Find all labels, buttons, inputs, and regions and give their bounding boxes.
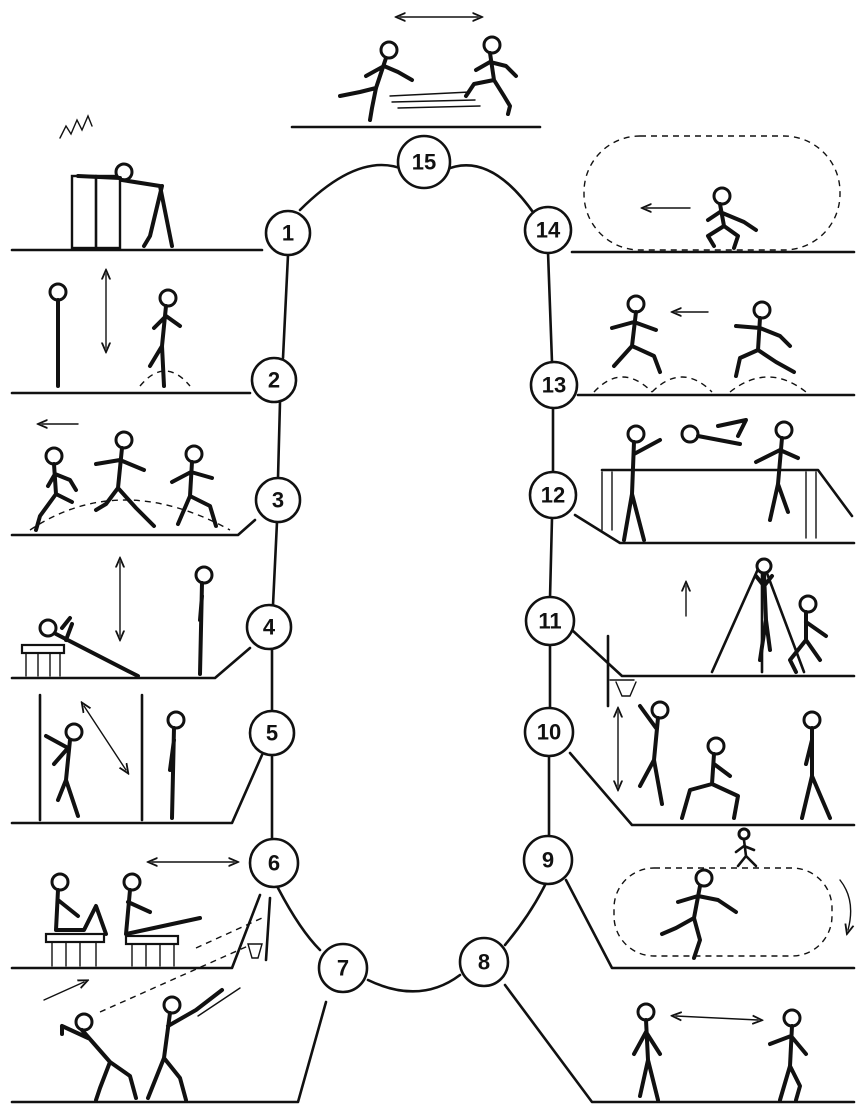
station-number: 4 [263, 615, 276, 640]
station-2-illustration [48, 274, 191, 388]
station-7-illustration [43, 896, 272, 1102]
station-11-illustration [686, 557, 828, 674]
station-node-7: 7 [317, 942, 369, 994]
station-number: 2 [268, 368, 280, 393]
station-14-illustration [583, 135, 841, 251]
station-6-illustration [44, 862, 263, 967]
station-number: 6 [268, 851, 280, 876]
station-node-15: 15 [396, 134, 452, 190]
station-number: 10 [537, 720, 561, 745]
station-node-14: 14 [523, 205, 573, 255]
station-number: 15 [412, 150, 436, 175]
station-12-illustration [600, 418, 854, 542]
station-number: 13 [542, 373, 566, 398]
station-node-8: 8 [458, 936, 510, 988]
station-number: 14 [536, 218, 561, 243]
station-number: 5 [266, 721, 278, 746]
station-node-13: 13 [529, 360, 579, 410]
station-node-11: 11 [524, 595, 576, 647]
station-node-12: 12 [528, 470, 578, 520]
station-number: 11 [538, 609, 561, 634]
station-node-10: 10 [523, 706, 575, 758]
circuit-path [270, 163, 555, 993]
station-8-illustration [632, 1002, 808, 1102]
station-node-1: 1 [264, 209, 312, 257]
station-3-illustration [29, 424, 231, 532]
station-4-illustration [20, 562, 214, 678]
station-number: 12 [541, 483, 565, 508]
station-number: 1 [282, 221, 294, 246]
station-number: 3 [272, 488, 284, 513]
station-number: 8 [478, 950, 490, 975]
station-number: 7 [337, 956, 349, 981]
station-node-6: 6 [248, 837, 300, 889]
station-10-illustration [606, 634, 832, 820]
station-node-3: 3 [254, 476, 302, 524]
ground-lines-left [10, 248, 328, 1104]
station-13-illustration [593, 294, 807, 393]
station-1-illustration [59, 114, 174, 250]
station-9-illustration [613, 827, 851, 960]
station-node-9: 9 [522, 834, 574, 886]
station-number: 9 [542, 848, 554, 873]
ground-lines-right [290, 125, 856, 1104]
station-5-illustration [38, 693, 186, 822]
station-node-2: 2 [250, 356, 298, 404]
station-15-illustration [338, 17, 518, 122]
station-node-4: 4 [245, 603, 293, 651]
station-node-5: 5 [248, 709, 296, 757]
